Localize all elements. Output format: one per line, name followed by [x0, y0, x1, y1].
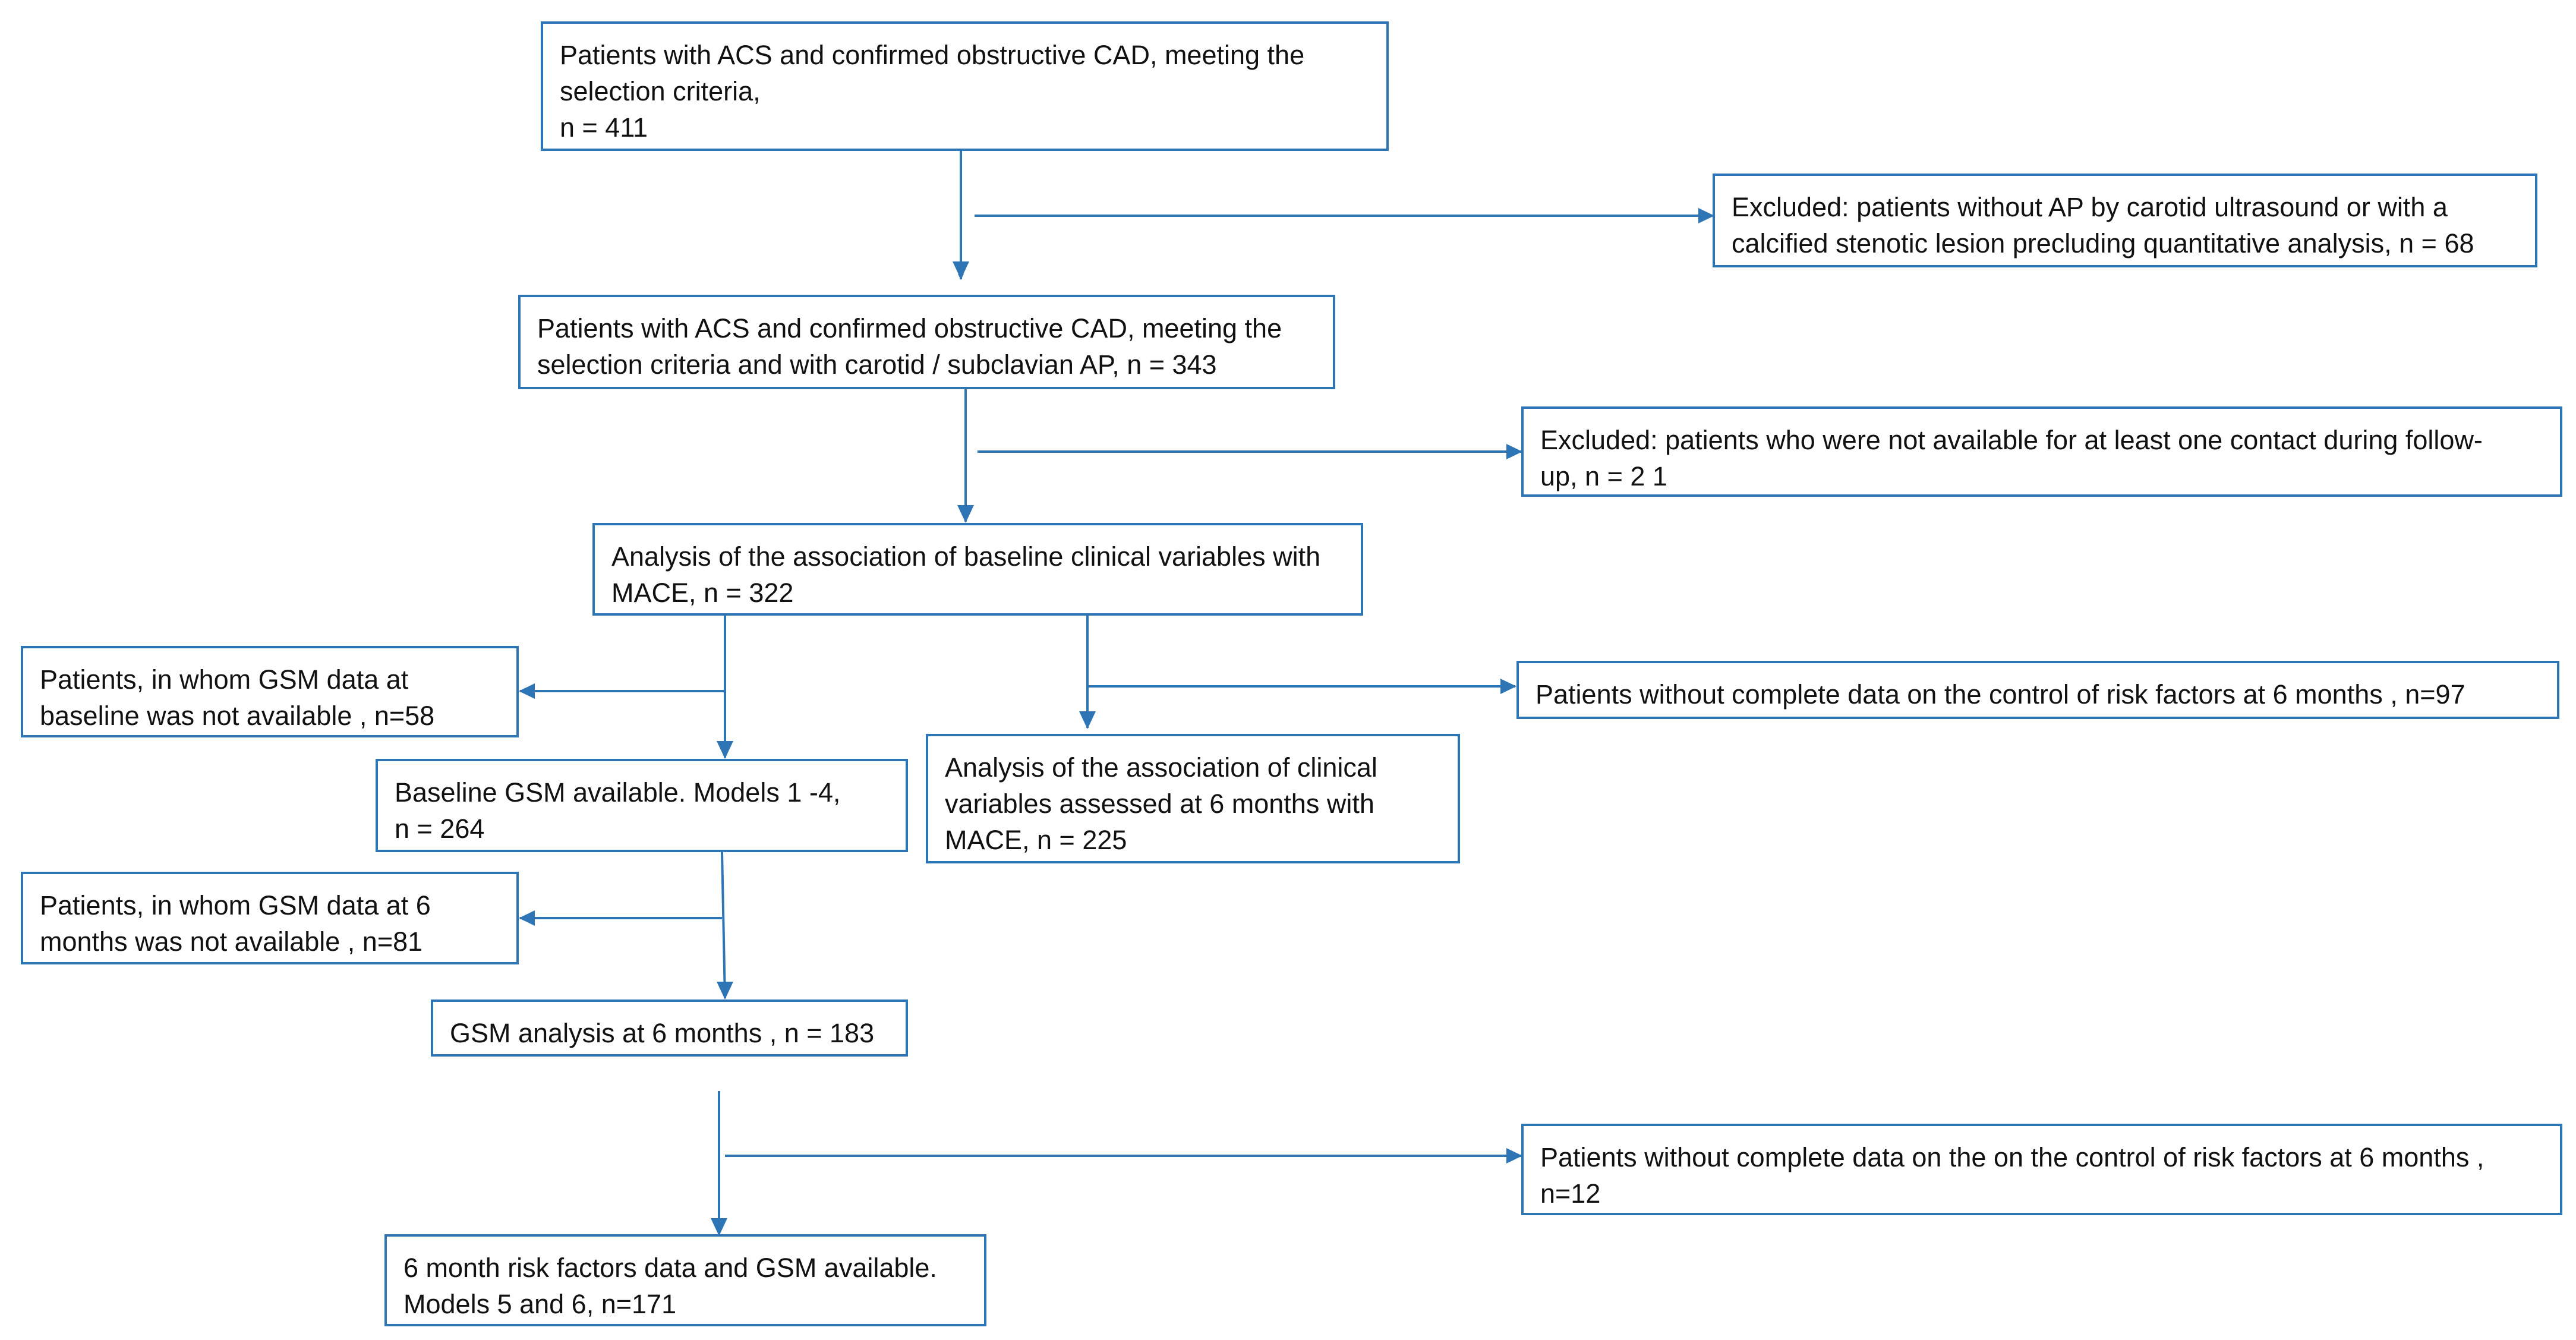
box-line: Patients with ACS and confirmed obstruct… — [560, 40, 1305, 70]
arrowhead — [717, 741, 733, 759]
box-line: Analysis of the association of baseline … — [611, 541, 1321, 572]
arrowhead — [519, 910, 535, 926]
box-line: 6 month risk factors data and GSM availa… — [403, 1253, 937, 1283]
arrow-264-to-183 — [721, 852, 726, 999]
box-line: selection criteria and with carotid / su… — [537, 349, 1217, 380]
box-line: n = 264 — [395, 814, 485, 844]
box-line: Patients without complete data on the on… — [1540, 1142, 2484, 1172]
box-line: baseline was not available , n=58 — [40, 701, 435, 731]
arrowhead — [519, 683, 535, 699]
box-line: Patients, in whom GSM data at 6 — [40, 890, 431, 920]
box-line: selection criteria, — [560, 76, 761, 106]
box-line: Excluded: patients who were not availabl… — [1540, 425, 2483, 455]
box-line: Patients without complete data on the co… — [1535, 679, 2465, 710]
arrowhead — [1500, 679, 1516, 694]
box-line: variables assessed at 6 months with — [945, 789, 1374, 819]
box-line: n = 411 — [560, 112, 648, 143]
box-line: Patients with ACS and confirmed obstruct… — [537, 313, 1282, 343]
box-line: Patients, in whom GSM data at — [40, 664, 409, 695]
box-carotid-ap-cohort: Patients with ACS and confirmed obstruct… — [518, 295, 1335, 389]
box-line: MACE, n = 225 — [945, 825, 1127, 855]
box-risk-factors-missing-12: Patients without complete data on the on… — [1521, 1124, 2562, 1215]
box-baseline-gsm-available: Baseline GSM available. Models 1 -4, n =… — [376, 759, 908, 852]
arrowhead — [1506, 444, 1522, 459]
arrowhead — [957, 505, 974, 523]
box-gsm-6m-analysis: GSM analysis at 6 months , n = 183 — [431, 1000, 908, 1057]
box-initial-cohort: Patients with ACS and confirmed obstruct… — [541, 21, 1389, 151]
box-line: n=12 — [1540, 1178, 1601, 1209]
box-line: MACE, n = 322 — [611, 578, 794, 608]
box-line: up, n = 2 1 — [1540, 461, 1667, 491]
box-risk-factors-missing-97: Patients without complete data on the co… — [1516, 661, 2559, 719]
box-final-cohort: 6 month risk factors data and GSM availa… — [384, 1234, 986, 1326]
box-line: calcified stenotic lesion precluding qua… — [1732, 228, 2474, 258]
box-line: Models 5 and 6, n=171 — [403, 1289, 677, 1319]
box-baseline-analysis: Analysis of the association of baseline … — [592, 523, 1363, 616]
box-gsm-6m-missing: Patients, in whom GSM data at 6 months w… — [21, 872, 519, 964]
box-line: Baseline GSM available. Models 1 -4, — [395, 777, 841, 808]
box-line: GSM analysis at 6 months , n = 183 — [450, 1018, 875, 1048]
box-six-month-analysis: Analysis of the association of clinical … — [926, 734, 1460, 863]
box-excluded-followup: Excluded: patients who were not availabl… — [1521, 406, 2562, 497]
arrowhead — [1079, 711, 1096, 729]
arrowhead — [1698, 208, 1714, 223]
arrowhead — [711, 1218, 727, 1236]
arrowhead — [1506, 1148, 1522, 1164]
arrowhead — [953, 261, 969, 279]
box-line: Analysis of the association of clinical — [945, 752, 1377, 783]
arrowhead — [717, 982, 733, 1000]
box-excluded-no-ap: Excluded: patients without AP by carotid… — [1713, 174, 2537, 267]
box-line: months was not available , n=81 — [40, 926, 423, 957]
box-gsm-baseline-missing: Patients, in whom GSM data at baseline w… — [21, 646, 519, 737]
box-line: Excluded: patients without AP by carotid… — [1732, 192, 2448, 222]
